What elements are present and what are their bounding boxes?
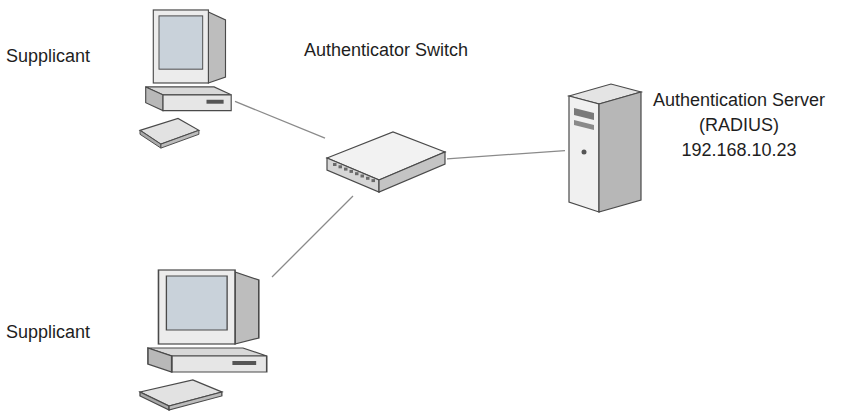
node-label: Authentication Server (RADIUS)192.168.10… <box>651 88 827 163</box>
switch-icon <box>325 130 447 196</box>
server-icon <box>565 82 643 214</box>
node-label: Supplicant <box>6 320 131 345</box>
monitor-front <box>153 10 208 83</box>
switch-side <box>379 152 445 192</box>
switch-port <box>361 175 365 178</box>
node-text: Authenticator Switch <box>295 38 477 63</box>
server-side <box>599 92 641 212</box>
switch-port <box>344 168 348 171</box>
switch-port <box>366 177 370 180</box>
node-text: Supplicant <box>6 320 131 345</box>
switch-port <box>333 163 337 166</box>
pc-icon <box>140 268 272 418</box>
node-label: Supplicant <box>6 44 131 69</box>
keyboard-edge <box>161 130 199 148</box>
power-button <box>582 150 587 155</box>
monitor-screen <box>159 16 203 69</box>
drive-bay <box>574 108 594 120</box>
switch-port <box>355 172 359 175</box>
node-text: Supplicant <box>6 44 131 69</box>
radius-server: Authentication Server (RADIUS)192.168.10… <box>565 82 643 214</box>
pc-icon <box>140 8 235 156</box>
monitor-front <box>158 270 235 344</box>
monitor-side <box>235 272 259 344</box>
keyboard-edge <box>140 130 161 148</box>
system-unit-side <box>146 87 163 111</box>
system-unit-side <box>148 348 172 372</box>
switch-port <box>372 179 376 182</box>
drive-slot <box>207 100 224 104</box>
authenticator-switch: Authenticator Switch <box>325 130 447 196</box>
switch-front <box>327 158 379 192</box>
monitor-screen <box>166 276 227 330</box>
supplicant-computer: Supplicant <box>140 268 272 418</box>
keyboard-edge <box>169 392 222 410</box>
node-text: Authentication Server (RADIUS) <box>651 88 827 138</box>
network-link <box>447 151 565 159</box>
system-unit-front <box>172 356 267 372</box>
node-text: 192.168.10.23 <box>651 138 827 163</box>
keyboard-edge <box>140 392 169 410</box>
server-front <box>569 96 599 212</box>
system-unit-front <box>163 95 231 111</box>
switch-port <box>339 165 343 168</box>
drive-bay <box>574 120 594 130</box>
node-label: Authenticator Switch <box>295 38 477 63</box>
drive-slot <box>232 361 256 365</box>
network-link <box>235 101 325 138</box>
monitor-side <box>208 12 225 83</box>
network-link <box>272 196 353 277</box>
supplicant-computer: Supplicant <box>140 8 235 156</box>
switch-port <box>350 170 354 173</box>
